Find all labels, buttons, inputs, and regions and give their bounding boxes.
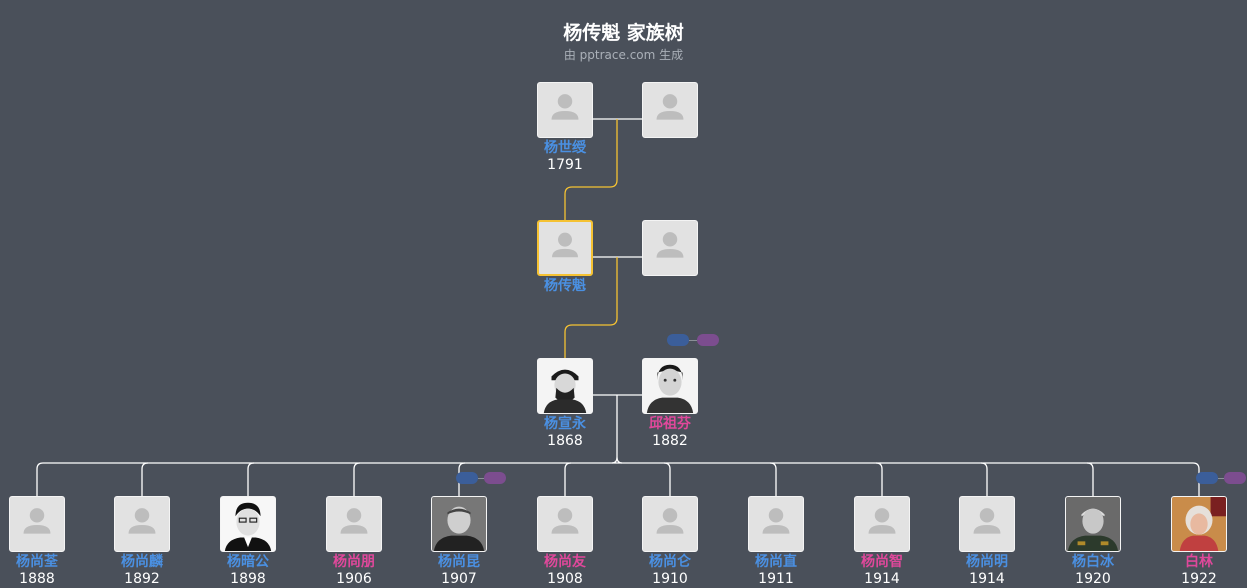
person-silhouette-icon [23, 508, 51, 534]
expand-paternal-toggle[interactable] [1196, 472, 1218, 484]
person-silhouette-icon [973, 508, 1001, 534]
person-name[interactable]: 杨世绶 [544, 140, 586, 156]
spouse-birth-year: 1882 [652, 433, 688, 449]
child-link-line [36, 462, 44, 496]
expand-maternal-toggle[interactable] [1224, 472, 1246, 484]
child-birth-year: 1888 [19, 571, 55, 587]
child-birth-year: 1908 [547, 571, 583, 587]
person-birth-year: 1791 [547, 157, 583, 173]
person-silhouette-icon [128, 508, 156, 534]
person-card-yang-xuanyong[interactable] [537, 358, 593, 414]
child-name[interactable]: 杨尚明 [966, 554, 1008, 570]
child-link-line [980, 462, 988, 496]
child-birth-year: 1922 [1181, 571, 1217, 587]
tree-subtitle: 由 pptrace.com 生成 [563, 48, 684, 62]
person-name[interactable]: 杨传魁 [544, 278, 586, 294]
child-card[interactable] [748, 496, 804, 552]
spouse-name[interactable]: 邱祖芬 [649, 416, 691, 432]
child-link-line [769, 462, 777, 496]
toggle-connector [1218, 478, 1224, 479]
portrait-icon [1172, 497, 1226, 551]
spouse-card-unknown[interactable] [642, 220, 698, 276]
child-link-line [1192, 462, 1200, 496]
child-name[interactable]: 杨尚仑 [649, 554, 691, 570]
child-name[interactable]: 杨尚麟 [121, 554, 163, 570]
child-name[interactable]: 杨尚朋 [333, 554, 375, 570]
child-birth-year: 1911 [758, 571, 794, 587]
person-silhouette-icon [868, 508, 896, 534]
child-card[interactable] [959, 496, 1015, 552]
child-name[interactable]: 杨尚直 [755, 554, 797, 570]
portrait-icon [432, 497, 486, 551]
child-card[interactable] [642, 496, 698, 552]
expand-maternal-toggle[interactable] [697, 334, 719, 346]
child-card[interactable] [1065, 496, 1121, 552]
child-birth-year: 1898 [230, 571, 266, 587]
child-card[interactable] [326, 496, 382, 552]
person-silhouette-icon [656, 94, 684, 120]
portrait-icon [1066, 497, 1120, 551]
toggle-connector [689, 340, 697, 341]
portrait-icon [643, 359, 697, 413]
child-link-line [247, 462, 255, 496]
person-birth-year: 1868 [547, 433, 583, 449]
tree-title: 杨传魁 家族树 [563, 22, 684, 44]
person-card-yang-chuankui[interactable] [537, 220, 593, 276]
person-name[interactable]: 杨宣永 [544, 416, 586, 432]
portrait-icon [221, 497, 275, 551]
expand-paternal-toggle[interactable] [667, 334, 689, 346]
child-link-line [1086, 462, 1094, 496]
child-card[interactable] [854, 496, 910, 552]
person-card-yang-shishou[interactable] [537, 82, 593, 138]
person-silhouette-icon [552, 232, 578, 258]
child-name[interactable]: 白林 [1185, 554, 1213, 570]
child-birth-year: 1907 [441, 571, 477, 587]
ancestor-line [564, 119, 618, 220]
child-birth-year: 1910 [652, 571, 688, 587]
expand-paternal-toggle[interactable] [456, 472, 478, 484]
child-link-line [353, 462, 361, 496]
child-name[interactable]: 杨尚友 [544, 554, 586, 570]
person-silhouette-icon [340, 508, 368, 534]
child-card[interactable] [431, 496, 487, 552]
child-name[interactable]: 杨尚智 [861, 554, 903, 570]
expand-maternal-toggle[interactable] [484, 472, 506, 484]
child-link-line [564, 462, 572, 496]
child-link-line [663, 462, 671, 496]
child-birth-year: 1906 [336, 571, 372, 587]
spouse-card-unknown[interactable] [642, 82, 698, 138]
child-name[interactable]: 杨白冰 [1072, 554, 1114, 570]
child-card[interactable] [114, 496, 170, 552]
child-birth-year: 1892 [124, 571, 160, 587]
portrait-icon [538, 359, 592, 413]
child-name[interactable]: 杨尚昆 [438, 554, 480, 570]
child-birth-year: 1914 [969, 571, 1005, 587]
person-card-qiu-zufen[interactable] [642, 358, 698, 414]
child-name[interactable]: 杨尚荃 [16, 554, 58, 570]
child-link-line [875, 462, 883, 496]
person-silhouette-icon [551, 508, 579, 534]
person-silhouette-icon [551, 94, 579, 120]
child-card[interactable] [220, 496, 276, 552]
ancestor-line [564, 257, 618, 358]
person-silhouette-icon [656, 508, 684, 534]
child-birth-year: 1920 [1075, 571, 1111, 587]
child-card[interactable] [9, 496, 65, 552]
child-link-line [141, 462, 149, 496]
toggle-connector [478, 478, 484, 479]
child-name[interactable]: 杨暗公 [227, 554, 269, 570]
person-silhouette-icon [656, 232, 684, 258]
child-card[interactable] [537, 496, 593, 552]
child-card[interactable] [1171, 496, 1227, 552]
child-birth-year: 1914 [864, 571, 900, 587]
person-silhouette-icon [762, 508, 790, 534]
